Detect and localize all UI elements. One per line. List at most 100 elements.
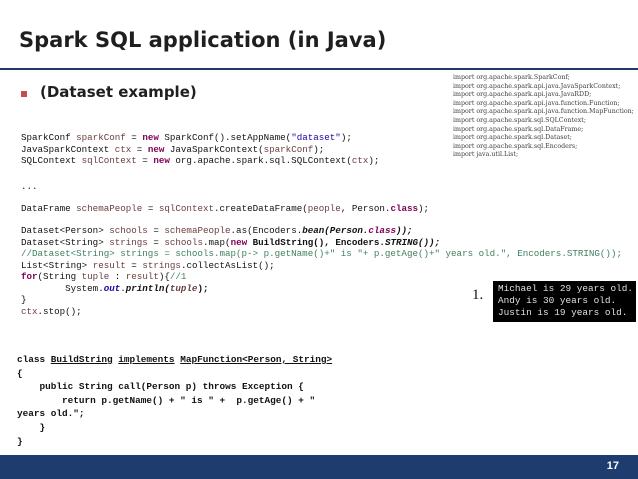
code-token: //1: [169, 271, 187, 282]
code-ellipsis: ...: [21, 181, 38, 192]
code-token: );: [368, 155, 380, 166]
code-token: ){: [158, 271, 170, 282]
code-token: BuildString: [50, 354, 113, 365]
code-line: JavaSparkContext ctx = new JavaSparkCont…: [21, 144, 379, 156]
code-block-dataframe: DataFrame schemaPeople = sqlContext.crea…: [21, 203, 429, 215]
code-token: =: [136, 155, 154, 166]
code-line: return p.getName() + " is " + p.getAge()…: [17, 394, 316, 406]
code-token: BuildString(), Encoders.: [247, 236, 385, 248]
code-line: {: [17, 367, 23, 379]
code-token: sqlContext: [158, 203, 214, 214]
code-token: .as(Encoders.: [230, 225, 303, 236]
code-token: schools: [109, 225, 148, 236]
code-token: JavaSparkContext: [21, 143, 115, 155]
code-line: }: [17, 421, 46, 433]
code-line: Dataset<String> strings = schools.map(ne…: [21, 237, 622, 249]
code-block-buildstring-class: class BuildString implements MapFunction…: [17, 353, 332, 448]
code-token: schemaPeople: [76, 203, 143, 214]
imports-list: import org.apache.spark.SparkConf; impor…: [453, 74, 634, 160]
code-comment-line: //Dataset<String> strings = schools.map(…: [21, 248, 622, 259]
code-token: bean(Person.: [302, 225, 369, 236]
code-token: );: [340, 132, 352, 143]
code-line: ctx.stop();: [21, 306, 622, 318]
code-token: List<String>: [21, 259, 93, 271]
import-line: import org.apache.spark.api.java.JavaRDD…: [453, 91, 592, 99]
code-token: (String: [37, 271, 82, 282]
code-token: =: [125, 259, 143, 271]
code-token: "dataset": [291, 132, 341, 143]
code-token: ctx: [114, 143, 132, 155]
code-token: JavaSparkContext(: [164, 143, 264, 155]
code-line: SQLContext sqlContext = new org.apache.s…: [21, 155, 379, 167]
code-line: class BuildString implements MapFunction…: [17, 353, 332, 367]
code-line: DataFrame schemaPeople = sqlContext.crea…: [21, 203, 429, 215]
code-line: for(String tuple : result){//1: [21, 271, 622, 283]
code-token: System.: [21, 282, 104, 294]
console-line: Justin is 19 years old.: [498, 307, 628, 318]
code-token: for: [21, 271, 38, 282]
code-token: .: [120, 282, 126, 294]
import-line: import org.apache.spark.sql.Dataset;: [453, 134, 572, 142]
code-line: List<String> result = strings.collectAsL…: [21, 260, 622, 272]
code-line: years old.";: [17, 408, 85, 420]
import-line: import org.apache.spark.sql.DataFrame;: [453, 125, 584, 133]
code-block-dataset: Dataset<Person> schools = schemaPeople.a…: [21, 225, 622, 317]
code-token: ctx: [21, 305, 38, 317]
code-token: :: [109, 271, 126, 282]
code-token: strings: [142, 259, 181, 271]
code-token: schools: [164, 236, 203, 248]
code-line: }: [21, 294, 27, 305]
code-token: =: [147, 225, 165, 236]
code-line: SparkConf sparkConf = new SparkConf().se…: [21, 132, 379, 144]
code-token: new: [147, 143, 165, 155]
page-number: 17: [606, 460, 619, 472]
code-token: .map(: [202, 236, 231, 248]
code-token: sqlContext: [81, 155, 137, 166]
code-line: }: [17, 435, 23, 447]
code-block-context-setup: SparkConf sparkConf = new SparkConf().se…: [21, 132, 379, 167]
code-line: Dataset<Person> schools = schemaPeople.a…: [21, 225, 622, 237]
console-line: Andy is 30 years old.: [498, 295, 617, 306]
import-line: import org.apache.spark.SparkConf;: [453, 74, 570, 81]
console-line: Michael is 29 years old.: [498, 283, 634, 294]
code-token: new: [153, 155, 170, 166]
code-token: SparkConf: [21, 132, 77, 143]
code-token: people: [307, 203, 341, 214]
bullet-square-icon: [21, 91, 27, 97]
import-line: import org.apache.spark.sql.SQLContext;: [453, 116, 586, 124]
code-token: Dataset<String>: [21, 236, 110, 248]
code-token: );: [313, 143, 325, 155]
code-token: SparkConf().setAppName(: [158, 132, 292, 143]
code-token: .collectAsList();: [180, 259, 275, 271]
import-line: import org.apache.spark.sql.Encoders;: [453, 142, 578, 150]
code-token: =: [131, 143, 148, 155]
slide-title: Spark SQL application (in Java): [19, 28, 387, 52]
code-token: result: [92, 259, 126, 271]
code-token: Dataset<Person>: [21, 225, 110, 236]
code-token: new: [142, 132, 159, 143]
code-token: STRING());: [384, 236, 441, 248]
footer-bar: 17: [0, 455, 638, 479]
code-token: .stop();: [37, 305, 82, 317]
import-line: import org.apache.spark.api.java.JavaSpa…: [453, 82, 621, 90]
code-token: class: [368, 225, 396, 236]
code-token: sparkConf: [263, 143, 314, 155]
code-token: strings: [109, 236, 148, 248]
code-token: class: [390, 203, 419, 214]
code-token: DataFrame: [21, 203, 77, 214]
code-token: org.apache.spark.sql.SQLContext(: [169, 155, 352, 166]
slide-subtitle: (Dataset example): [40, 83, 197, 101]
code-token: tuple: [169, 282, 198, 294]
title-divider: [0, 68, 638, 70]
code-token: =: [125, 132, 143, 143]
code-token: );: [197, 282, 209, 294]
output-step-label: 1.: [472, 287, 484, 303]
code-token: out: [103, 282, 121, 294]
code-token: .createDataFrame(: [214, 203, 308, 214]
code-line: System.out.println(tuple);: [21, 283, 622, 295]
code-token: class: [17, 354, 51, 365]
code-token: );: [418, 203, 430, 214]
code-token: =: [142, 203, 159, 214]
import-line: import org.apache.spark.api.java.functio…: [453, 99, 620, 107]
code-token: , Person.: [340, 203, 391, 214]
